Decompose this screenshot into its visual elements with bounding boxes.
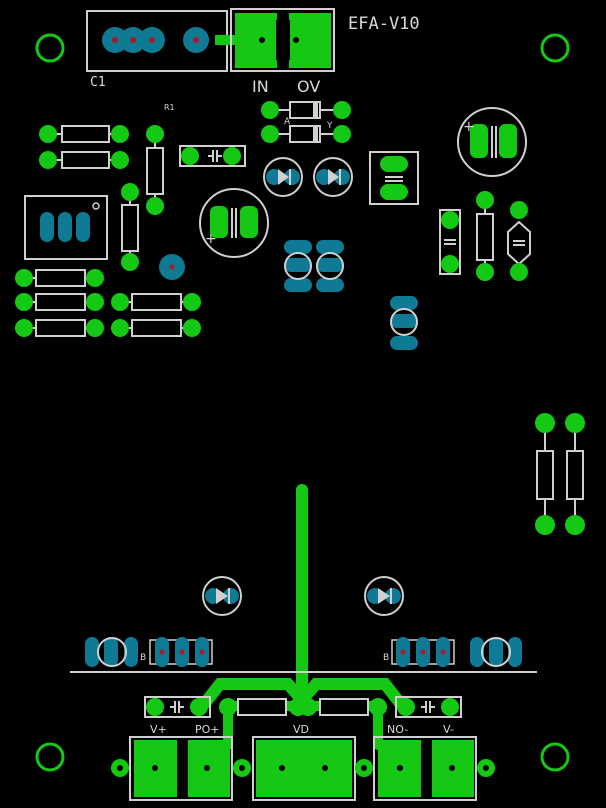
capacitor-diamond-right (507, 201, 531, 281)
label-vd: VD (293, 723, 309, 736)
c1-header (86, 10, 245, 72)
svg-text:+: + (205, 231, 217, 247)
transistor-center-2 (316, 240, 344, 292)
capacitor-bottom-right (395, 696, 462, 718)
label-y: Y (326, 121, 333, 131)
label-v-plus: V+ (150, 723, 167, 736)
trace-left-branch (199, 678, 308, 709)
resistor-r-b (39, 151, 129, 169)
label-r1: R1 (164, 103, 175, 112)
led-top-1 (263, 157, 303, 197)
power-transistor-left (149, 637, 213, 667)
capacitor-c-small-1 (179, 145, 246, 167)
label-a: A (284, 117, 291, 127)
resistor-mid-row-1 (111, 293, 201, 311)
trace-right-branch (296, 678, 406, 709)
resistor-left-row-1 (15, 269, 104, 287)
resistor-left-row-3 (15, 319, 104, 337)
resistor-left-row-2 (15, 293, 104, 311)
resistor-bottom-center-right (299, 698, 387, 716)
label-b-left: B (140, 653, 146, 663)
led-top-2 (313, 157, 353, 197)
resistor-mid-row-2 (111, 319, 201, 337)
led-bottom-left (202, 576, 242, 616)
label-b-right: B (383, 653, 389, 663)
terminal-right (355, 736, 495, 801)
resistor-r1 (146, 125, 164, 215)
label-in: IN (252, 77, 269, 96)
board-title: EFA-V10 (348, 14, 420, 34)
resistor-vertical-1 (121, 183, 139, 271)
terminal-in-ov (230, 8, 335, 72)
electrolytic-cap-center: + (199, 188, 269, 258)
transistor-center-3 (390, 296, 418, 350)
resistor-r-a (39, 125, 129, 143)
label-ov: OV (297, 77, 320, 96)
capacitor-bottom-left (144, 696, 211, 718)
power-transistor-right (391, 637, 455, 667)
diode-a (261, 101, 351, 119)
resistor-right-vertical-2 (565, 413, 585, 535)
diode-y (261, 125, 351, 143)
svg-text:+: + (463, 119, 475, 135)
transistor-lower-right (470, 637, 522, 667)
label-c1: C1 (90, 75, 106, 90)
transistor-lower-left (85, 637, 138, 667)
label-po-plus: PO+ (195, 723, 220, 736)
terminal-left (111, 736, 251, 801)
mounting-holes (35, 33, 570, 772)
electrolytic-cap-top-right: + (457, 107, 527, 177)
terminal-center-vd (252, 736, 356, 801)
label-v-minus: V- (443, 723, 454, 736)
trimmer-potentiometer (24, 195, 108, 260)
capacitor-vertical-right (439, 209, 461, 275)
label-no-minus: NO- (387, 723, 408, 736)
led-bottom-right (364, 576, 404, 616)
transistor-center-1 (284, 240, 312, 292)
resistor-right-vertical-1 (535, 413, 555, 535)
capacitor-square (369, 151, 419, 205)
resistor-bottom-center-left (219, 698, 307, 716)
resistor-vertical-right (476, 191, 494, 281)
